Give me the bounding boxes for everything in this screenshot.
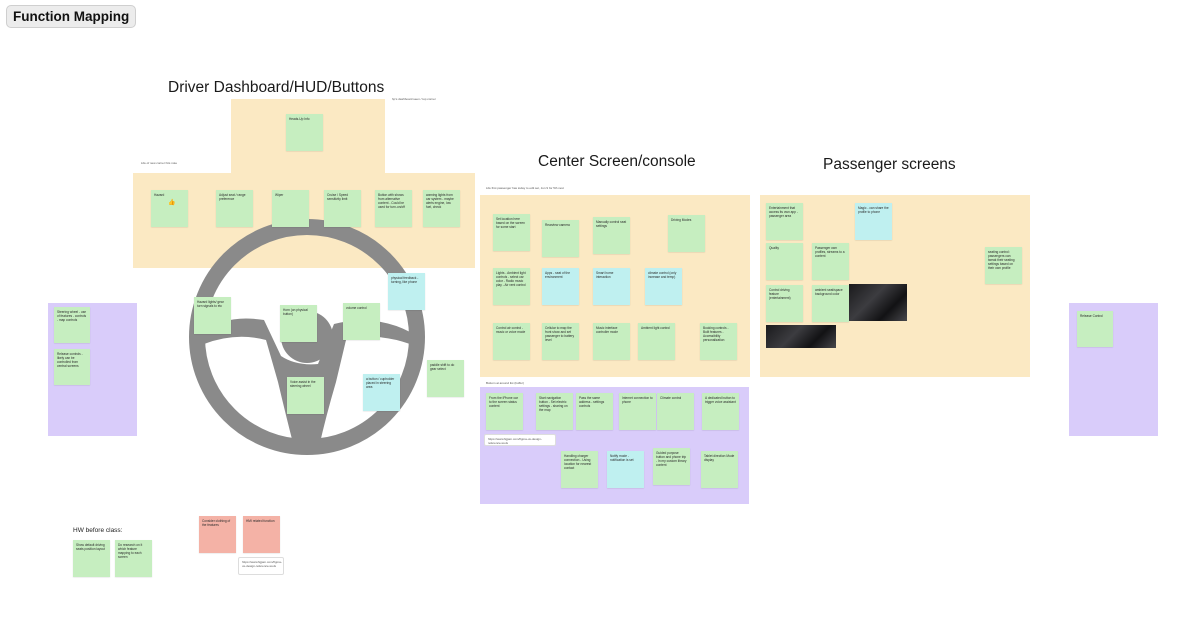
- sticky-bottom-9[interactable]: Guided purpose button and phone trip - I…: [653, 448, 690, 485]
- sticky-bottom-5[interactable]: Climate control: [657, 393, 694, 430]
- link-preview-card[interactable]: https://www.figjam.com/figma-ux-design-r…: [484, 434, 556, 446]
- left-note: Life of new corner hits note: [141, 161, 177, 165]
- sticky-wheel-2[interactable]: Horn (on physical button): [280, 305, 317, 342]
- heading-center: Center Screen/console: [538, 153, 696, 171]
- hw-heading: HW before class:: [73, 527, 123, 534]
- sticky-wheel-6[interactable]: a button / cupholder placed in steering …: [363, 374, 400, 411]
- sticky-left-2[interactable]: Release controls - likely can be control…: [54, 349, 90, 385]
- sticky-hw-2[interactable]: Do research on it which feature mapping …: [115, 540, 152, 577]
- link-card-small-text: https://www.figjam.com/figma-ux-design-r…: [242, 560, 282, 568]
- sticky-salmon-1[interactable]: Consider clothing of the features: [199, 516, 236, 553]
- sticky-passenger-2[interactable]: Magic - can share the profile to phone: [855, 203, 892, 240]
- sticky-center-7[interactable]: Smart home interaction: [593, 268, 630, 305]
- sticky-salmon-2[interactable]: HMI related function: [243, 516, 280, 553]
- sticky-passenger-6[interactable]: ambient seat/space background color: [812, 285, 849, 322]
- sticky-center-10[interactable]: Cellular to map the front show and set p…: [542, 323, 579, 360]
- sticky-wheel-3[interactable]: volume control: [343, 303, 380, 340]
- sticky-bottom-7[interactable]: Handling charger connection - Using loca…: [561, 451, 598, 488]
- sticky-wheel-1[interactable]: Hazard lights/ gear turn signals to etc: [194, 297, 231, 334]
- sticky-center-6[interactable]: Apps - seat of the environment: [542, 268, 579, 305]
- sticky-center-12[interactable]: Ambient light control: [638, 323, 675, 360]
- sticky-center-9[interactable]: Control air control - music or voice mod…: [493, 323, 530, 360]
- sticky-center-13[interactable]: Booking controls - Built features - Acce…: [700, 323, 737, 360]
- sticky-driver-3[interactable]: Wiper: [272, 190, 309, 227]
- sticky-center-3[interactable]: Manually control seat settings: [593, 217, 630, 254]
- sticky-passenger-7[interactable]: seating control: passengers can tweak th…: [985, 247, 1022, 284]
- bottom-note: Bottom at around list (buffer): [486, 381, 524, 385]
- sticky-driver-6[interactable]: warning lights from car system - maybe a…: [423, 190, 460, 227]
- sticky-bottom-6[interactable]: A dedicated button to trigger voice assi…: [702, 393, 739, 430]
- sticky-bottom-8[interactable]: Notify mode - notification is set: [607, 451, 644, 488]
- sticky-hud-top[interactable]: Heads-Up Info: [286, 114, 323, 151]
- sticky-bottom-4[interactable]: Internet connection to phone: [619, 393, 656, 430]
- sticky-passenger-1[interactable]: Entertainment that access its own app - …: [766, 203, 803, 240]
- sticky-center-11[interactable]: Music interface controller mode: [593, 323, 630, 360]
- sticky-center-8[interactable]: climate control (only increase and temp): [645, 268, 682, 305]
- sticky-center-4[interactable]: Driving Modes: [668, 215, 705, 252]
- sticky-center-1[interactable]: Set location here based on the screen fo…: [493, 214, 530, 251]
- car-interior-photo-1[interactable]: [849, 284, 907, 321]
- link-preview-url: https://www.figjam.com/figma-ux-design-r…: [488, 437, 542, 445]
- link-card-small[interactable]: https://www.figjam.com/figma-ux-design-r…: [238, 557, 284, 575]
- sticky-driver-1[interactable]: Hazard 👍: [151, 190, 188, 227]
- sticky-passenger-4[interactable]: Passenger own profiles, streams to a con…: [812, 243, 849, 280]
- sticky-center-2[interactable]: Rearview camera: [542, 220, 579, 257]
- sticky-bottom-10[interactable]: Tablet direction Mode display: [701, 451, 738, 488]
- sticky-bottom-1[interactable]: From the iPhone car to the screen status…: [486, 393, 523, 430]
- sticky-bottom-2[interactable]: Start navigation button - Set electric s…: [536, 393, 573, 430]
- center-note: Life first passenger has today to edit s…: [486, 186, 564, 190]
- sticky-right-1[interactable]: Release Control: [1077, 311, 1113, 347]
- heading-passenger: Passenger screens: [823, 156, 956, 174]
- sticky-driver-2[interactable]: Adjust seat / range preference: [216, 190, 253, 227]
- car-interior-photo-2[interactable]: [766, 325, 836, 348]
- sticky-passenger-3[interactable]: Quality: [766, 243, 803, 280]
- sticky-wheel-5[interactable]: Voice assist in the steering wheel: [287, 377, 324, 414]
- sticky-driver-1-text: Hazard: [154, 193, 164, 197]
- sticky-left-1[interactable]: Steering wheel - use of features - contr…: [54, 307, 90, 343]
- sticky-bottom-3[interactable]: Pass the same address - settings control…: [576, 393, 613, 430]
- thumbs-up-icon: 👍: [168, 200, 185, 206]
- frame-title[interactable]: Function Mapping: [6, 5, 136, 28]
- sticky-driver-5[interactable]: Button with shows from alternative conte…: [375, 190, 412, 227]
- sticky-passenger-5[interactable]: Control driving feature (entertainment): [766, 285, 803, 322]
- hud-note: hp's dashboard seen / top corner: [392, 97, 436, 101]
- heading-driver: Driver Dashboard/HUD/Buttons: [168, 79, 384, 97]
- sticky-hw-1[interactable]: Show default driving seats position layo…: [73, 540, 110, 577]
- sticky-wheel-7[interactable]: paddle shift to do gear select: [427, 360, 464, 397]
- sticky-center-5[interactable]: Lights - Ambient light controls - select…: [493, 268, 530, 305]
- sticky-driver-4[interactable]: Cruise / Speed sensitivity limit: [324, 190, 361, 227]
- sticky-wheel-4[interactable]: physical feedback - turning, like phone: [388, 273, 425, 310]
